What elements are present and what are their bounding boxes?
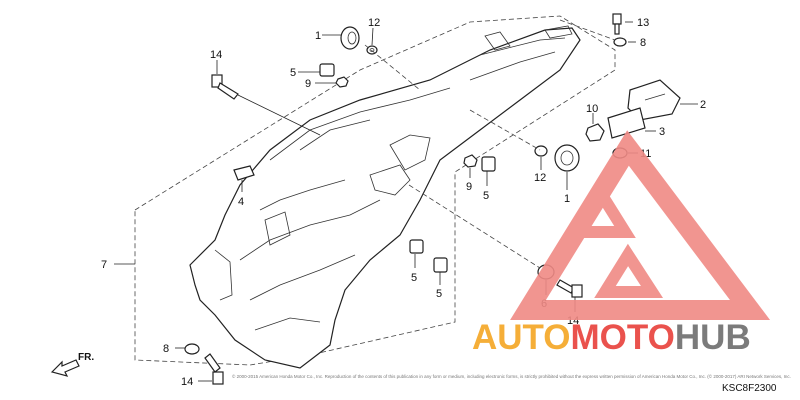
callout-12-top: 12 bbox=[368, 17, 380, 29]
assembly-outline bbox=[134, 15, 616, 366]
washer-8-top-right bbox=[613, 37, 627, 47]
watermark-text-hub: HUB bbox=[675, 318, 751, 357]
automotohub-watermark: AUTOMOTOHUB bbox=[472, 130, 771, 357]
callout-11: 11 bbox=[640, 148, 651, 160]
grommet-1-mid bbox=[554, 144, 580, 172]
callout-5-lower-a: 5 bbox=[411, 272, 417, 284]
bolt-13 bbox=[612, 13, 622, 35]
callout-13: 13 bbox=[637, 17, 649, 29]
callout-2: 2 bbox=[700, 99, 706, 111]
washer-8-bottom bbox=[184, 343, 200, 355]
callout-8-top: 8 bbox=[640, 37, 646, 49]
callout-8-bottom: 8 bbox=[163, 343, 169, 355]
callout-5-mid: 5 bbox=[483, 190, 489, 202]
front-direction-label: FR. bbox=[78, 352, 94, 363]
grommet-1-top bbox=[340, 26, 360, 50]
callout-labels: 1 12 5 9 13 8 2 10 3 11 14 4 7 9 5 12 1 … bbox=[101, 17, 706, 388]
callout-9-mid: 9 bbox=[466, 181, 472, 193]
callout-4: 4 bbox=[238, 196, 244, 208]
nut-9-top bbox=[335, 76, 349, 88]
callout-10: 10 bbox=[586, 103, 598, 115]
clip-nut-5-lower-b bbox=[433, 257, 448, 273]
rear-fender bbox=[189, 25, 581, 369]
nut-10 bbox=[585, 123, 605, 142]
callout-1-top: 1 bbox=[315, 30, 321, 42]
watermark-text-moto: MOTO bbox=[571, 318, 675, 357]
callout-9-top: 9 bbox=[305, 78, 311, 90]
collar-12-top bbox=[366, 45, 378, 55]
copyright-notice: © 2000-2015 American Honda Motor Co., In… bbox=[232, 373, 791, 379]
watermark-triangle-icon bbox=[510, 130, 771, 320]
clip-4 bbox=[233, 165, 255, 181]
callout-14-bottom: 14 bbox=[181, 376, 193, 388]
nut-9-mid bbox=[463, 154, 478, 168]
bolt-14-mid-right bbox=[556, 279, 583, 298]
callout-14-top: 14 bbox=[210, 49, 222, 61]
clip-nut-5-lower-a bbox=[409, 239, 424, 254]
bolt-14-bottom bbox=[204, 353, 224, 385]
clip-nut-5-mid bbox=[481, 156, 496, 172]
callout-5-lower-b: 5 bbox=[436, 288, 442, 300]
collar-12-mid bbox=[534, 145, 548, 157]
clip-nut-5-top bbox=[319, 63, 335, 77]
callout-1-mid: 1 bbox=[564, 193, 570, 205]
bolt-14-top-left bbox=[211, 74, 239, 100]
watermark-text: AUTOMOTOHUB bbox=[472, 318, 751, 357]
callout-12-mid: 12 bbox=[534, 172, 546, 184]
callout-5-top: 5 bbox=[290, 67, 296, 79]
bracket-3 bbox=[607, 107, 646, 139]
callout-7: 7 bbox=[101, 259, 107, 271]
leader-lines bbox=[114, 19, 698, 382]
watermark-text-auto: AUTO bbox=[472, 318, 571, 357]
front-direction-arrow: FR. bbox=[50, 352, 94, 377]
callout-3: 3 bbox=[659, 126, 665, 138]
diagram-code: KSC8F2300 bbox=[722, 383, 777, 394]
